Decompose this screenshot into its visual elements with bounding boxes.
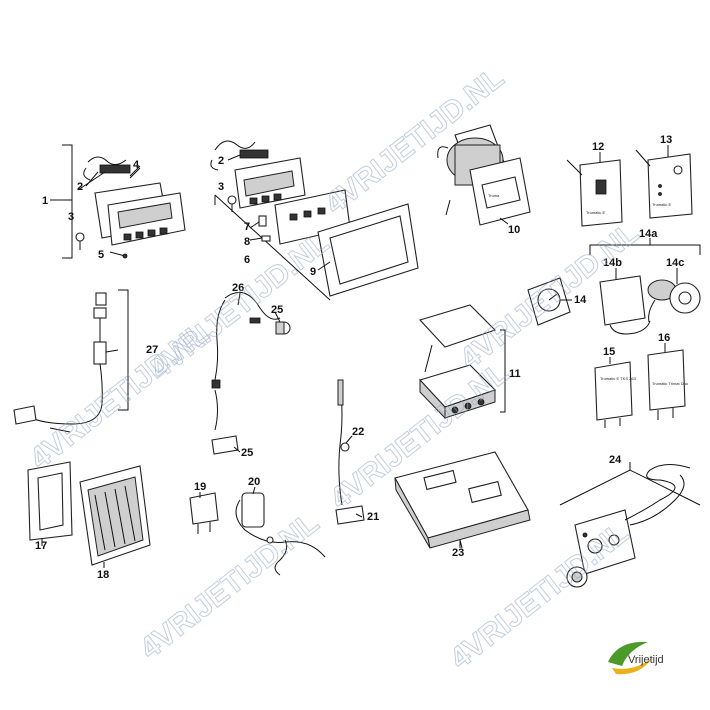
part-18-grille xyxy=(79,465,151,566)
label-22: 22 xyxy=(352,426,364,438)
watermarks: 4VRIJETIJD.NL 4VRIJETIJD.NL 4VRIJETIJD.N… xyxy=(23,61,645,676)
part-17-frame xyxy=(27,461,73,546)
label-13: 13 xyxy=(660,134,672,146)
part-11-box xyxy=(418,304,506,420)
label-25b: 25 xyxy=(241,447,253,459)
device-text-13: Trumatic E xyxy=(652,202,672,207)
label-19: 19 xyxy=(194,481,206,493)
logo-text: Vrijetijd xyxy=(628,654,664,666)
label-14: 14 xyxy=(574,294,587,306)
device-text-16: Trumatic Trimat Duo xyxy=(652,381,689,386)
label-14c: 14c xyxy=(666,257,684,269)
label-2b: 2 xyxy=(218,155,224,167)
part-26-cable xyxy=(211,291,291,389)
label-4: 4 xyxy=(133,159,140,171)
label-11: 11 xyxy=(509,368,521,380)
label-5: 5 xyxy=(98,249,104,261)
label-12: 12 xyxy=(592,141,604,153)
label-21: 21 xyxy=(367,511,379,523)
label-9: 9 xyxy=(310,266,316,278)
device-text-15: Trumatic E TKS 263 xyxy=(600,376,637,381)
part-16-unit: Trumatic Trimat Duo xyxy=(647,349,689,420)
label-17: 17 xyxy=(35,540,47,552)
part-15-unit: Trumatic E TKS 263 xyxy=(594,361,637,428)
part-group-6 xyxy=(210,140,419,301)
part-12-switch-unit: Trumatic E xyxy=(566,159,623,227)
part-27-harness xyxy=(13,289,129,433)
label-18: 18 xyxy=(97,569,109,581)
part-13-unit: Trumatic E xyxy=(635,149,693,219)
bracket-1 xyxy=(62,144,73,259)
label-23: 23 xyxy=(452,547,464,559)
label-7: 7 xyxy=(244,221,250,233)
label-14b: 14b xyxy=(603,257,622,269)
device-text-10: Truma xyxy=(488,193,500,198)
part-labels: 1 2 3 4 5 2 3 7 8 6 9 10 12 13 14a 14b 1… xyxy=(35,134,684,581)
label-14a: 14a xyxy=(639,228,658,240)
label-6: 6 xyxy=(244,254,250,266)
label-15: 15 xyxy=(603,346,615,358)
label-3: 3 xyxy=(68,211,74,223)
label-24: 24 xyxy=(609,454,622,466)
label-2: 2 xyxy=(77,181,83,193)
device-text-12: Trumatic E xyxy=(586,210,606,215)
label-10: 10 xyxy=(508,224,520,236)
label-16: 16 xyxy=(658,332,670,344)
brand-logo: Vrijetijd xyxy=(608,641,664,675)
label-25: 25 xyxy=(271,304,283,316)
watermark-5: 4VRIJETIJD.NL xyxy=(134,506,325,665)
label-1: 1 xyxy=(42,195,48,207)
label-20: 20 xyxy=(248,476,260,488)
logo-leaf-icon xyxy=(608,641,648,666)
watermark-7: 4VRIJETIJD.NL xyxy=(444,516,635,675)
label-27: 27 xyxy=(146,344,158,356)
watermark-2: 4VRIJETIJD.NL xyxy=(144,226,335,385)
part-21-sensor xyxy=(335,379,365,525)
label-3b: 3 xyxy=(218,181,224,193)
part-19-relay xyxy=(189,492,219,534)
part-23-tray xyxy=(394,451,531,549)
part-group-24 xyxy=(559,462,701,588)
part-group-14a xyxy=(527,238,701,335)
part-group-1 xyxy=(50,144,186,259)
logo-swoosh-icon xyxy=(612,658,652,675)
label-26: 26 xyxy=(232,282,244,294)
part-25-cable-lower xyxy=(211,389,239,455)
part-20-cable-set xyxy=(235,492,326,576)
part-10-unit: Truma xyxy=(437,124,531,226)
leader-lines xyxy=(41,145,678,568)
label-8: 8 xyxy=(244,236,250,248)
